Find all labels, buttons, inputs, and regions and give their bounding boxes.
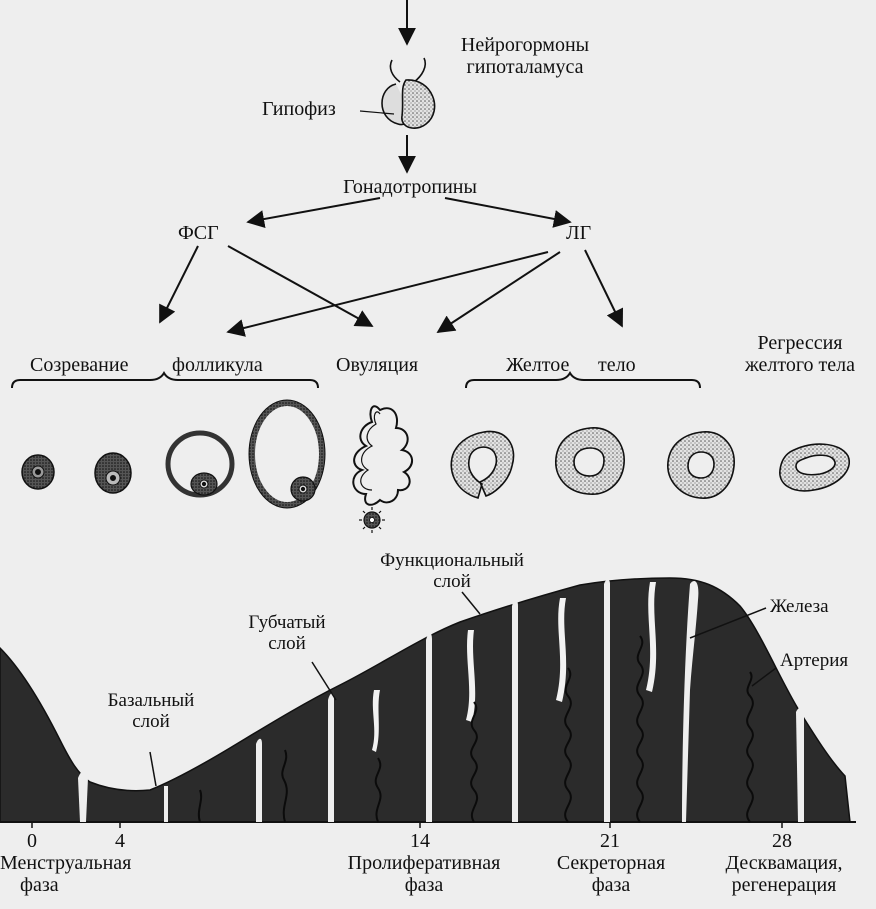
- hypothalamus-line2: гипоталамуса: [466, 56, 584, 78]
- endometrium-gaps: [78, 579, 804, 822]
- maturation-label-1: Созревание: [30, 354, 129, 376]
- secretory-line2: фаза: [591, 874, 631, 896]
- regression-line2: желтого тела: [744, 354, 856, 376]
- basal-line2: слой: [132, 711, 170, 732]
- proliferative-line1: Пролиферативная: [347, 852, 501, 874]
- corpus-luteum-early: [450, 430, 515, 499]
- endometrium-profile: [0, 577, 856, 828]
- arrow-lh-to-maturation: [226, 251, 549, 337]
- gland-label: Железа: [770, 596, 829, 617]
- arrow-lh-to-corpus-luteum: [584, 249, 624, 328]
- desquamation-phase-label: Десквамация, регенерация: [698, 852, 870, 896]
- primordial-follicle: [21, 454, 55, 490]
- arrow-fsh-to-maturation: [159, 245, 199, 324]
- proliferative-phase-label: Пролиферативная фаза: [326, 852, 522, 896]
- day-0: 0: [27, 830, 37, 852]
- arrow-gonadotropins-to-lh: [444, 197, 572, 228]
- primary-follicle: [94, 452, 132, 494]
- pituitary-gland-icon: [359, 57, 436, 129]
- day-4: 4: [115, 830, 125, 852]
- maturation-label-2: фолликула: [172, 354, 263, 376]
- ovarian-cycle-figures: [21, 399, 851, 533]
- hypothalamus-line1: Нейрогормоны: [460, 34, 590, 56]
- day-ticks: [31, 822, 783, 828]
- artery-label: Артерия: [780, 650, 849, 671]
- menstrual-phase-label: Менструальная фаза: [0, 852, 168, 896]
- corpus-luteum-late: [667, 431, 735, 499]
- hormone-arrows: [159, 0, 624, 337]
- ovulated-follicle: [352, 405, 413, 533]
- corpus-luteum-label-1: Желтое: [506, 354, 570, 376]
- arrow-fsh-to-ovulation: [227, 245, 374, 327]
- mature-follicle: [248, 399, 326, 509]
- gonadotropins-label: Гонадотропины: [343, 176, 477, 198]
- corpus-luteum-label-2: тело: [598, 354, 636, 376]
- corpus-luteum-regression: [779, 443, 851, 492]
- hypothalamus-neurohormones-label: Нейрогормоны гипоталамуса: [440, 34, 610, 78]
- uterine-glands: [372, 582, 657, 752]
- ovulation-label: Овуляция: [336, 354, 419, 376]
- stage-brackets: [11, 370, 701, 389]
- menstrual-line1: Менструальная: [0, 852, 132, 874]
- fsh-label: ФСГ: [178, 222, 219, 244]
- secondary-follicle: [165, 430, 235, 498]
- functional-line1: Функциональный: [380, 550, 524, 571]
- day-21: 21: [600, 830, 620, 852]
- basal-layer-label: Базальный слой: [96, 690, 206, 732]
- spongy-line2: слой: [268, 633, 306, 654]
- bracket-corpus-luteum: [465, 370, 701, 389]
- lh-label: ЛГ: [566, 222, 592, 244]
- leader-lines: [149, 591, 777, 787]
- secretory-line1: Секреторная: [556, 852, 666, 874]
- arrow-gonadotropins-to-fsh: [246, 197, 381, 228]
- bracket-follicle-maturation: [11, 370, 319, 389]
- corpus-luteum-mid: [555, 427, 625, 495]
- secretory-phase-label: Секреторная фаза: [540, 852, 682, 896]
- spiral-arteries: [197, 635, 754, 823]
- spongy-line1: Губчатый: [248, 612, 326, 633]
- pituitary-label: Гипофиз: [262, 98, 336, 120]
- corpus-luteum-regression-label: Регрессия желтого тела: [728, 332, 872, 376]
- day-14: 14: [410, 830, 430, 852]
- functional-layer-label: Функциональный слой: [354, 550, 550, 592]
- proliferative-line2: фаза: [404, 874, 444, 896]
- desquamation-line2: регенерация: [731, 874, 837, 896]
- day-28: 28: [772, 830, 792, 852]
- spongy-layer-label: Губчатый слой: [232, 612, 342, 654]
- arrow-lh-to-ovulation: [436, 251, 561, 333]
- desquamation-line1: Десквамация,: [725, 852, 843, 874]
- basal-line1: Базальный: [107, 690, 195, 711]
- menstrual-line2: фаза: [20, 874, 59, 896]
- functional-line2: слой: [433, 571, 471, 592]
- regression-line1: Регрессия: [757, 332, 843, 354]
